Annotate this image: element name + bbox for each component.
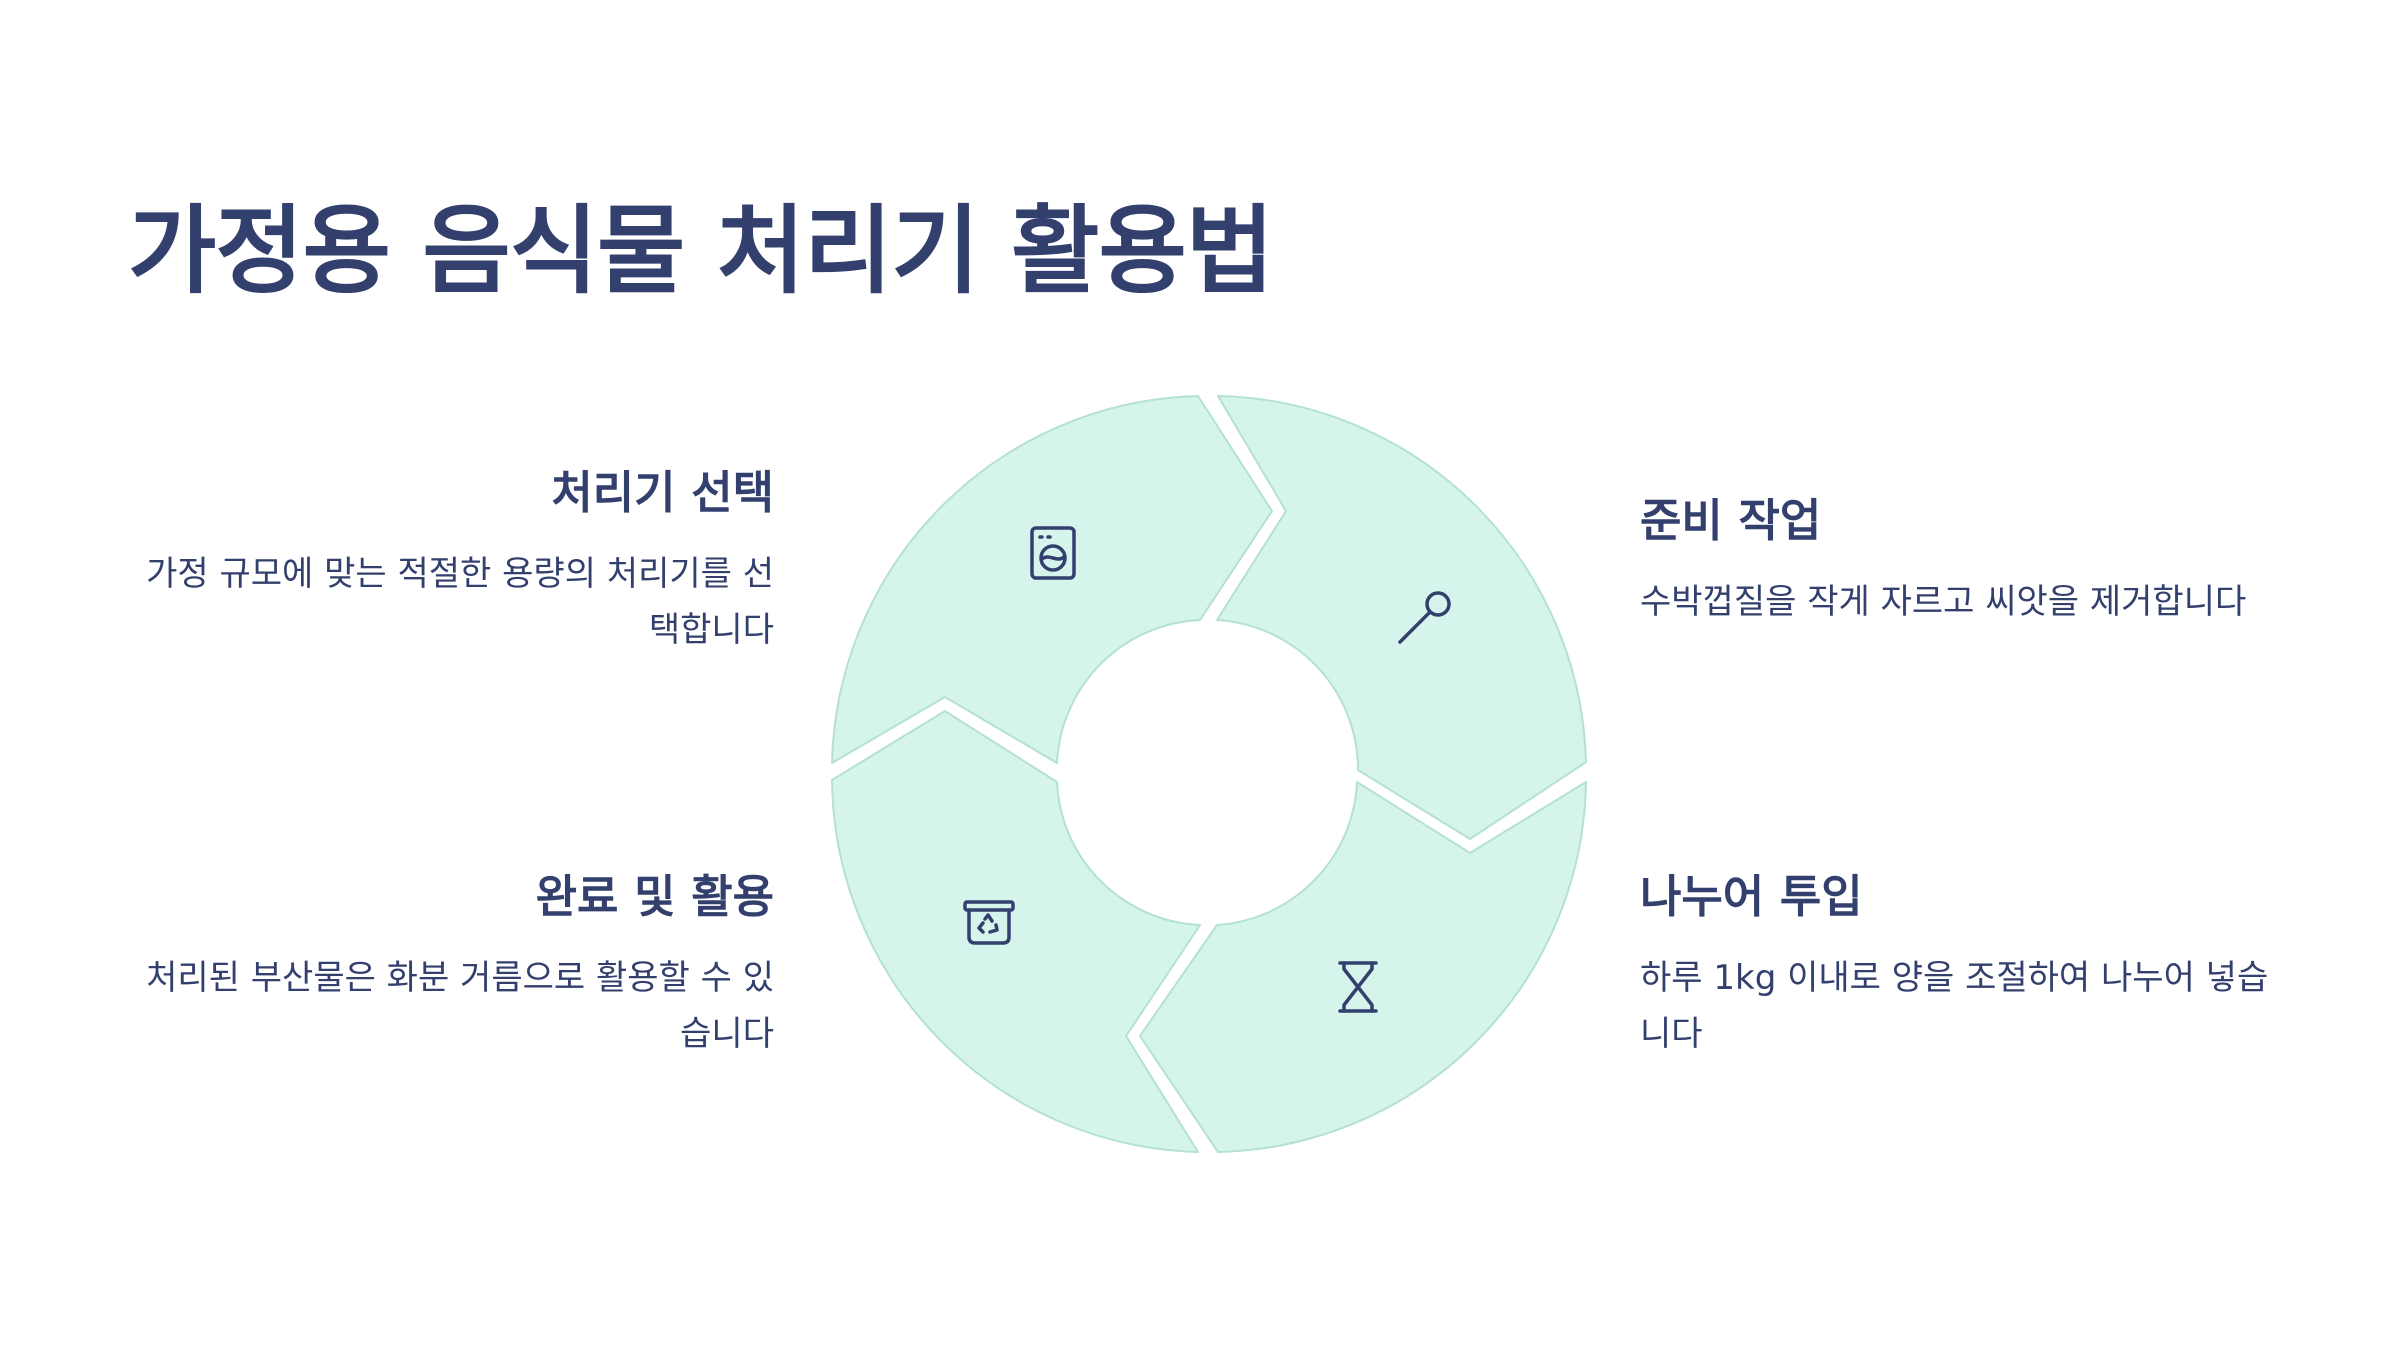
page-title: 가정용 음식물 처리기 활용법 bbox=[128, 195, 1274, 307]
step-description: 가정 규모에 맞는 적절한 용량의 처리기를 선택합니다 bbox=[146, 554, 774, 650]
hourglass-icon bbox=[1338, 961, 1378, 1013]
step-title: 완료 및 활용 bbox=[535, 870, 774, 923]
step-input: 나누어 투입 하루 1kg 이내로 양을 조절하여 나누어 넣습니다 bbox=[1640, 870, 2280, 1062]
step-description: 처리된 부산물은 화분 거름으로 활용할 수 있습니다 bbox=[146, 958, 774, 1054]
washing-machine-icon bbox=[1030, 526, 1076, 580]
segment-input bbox=[1139, 781, 1587, 1153]
step-title: 준비 작업 bbox=[1640, 494, 1822, 547]
segment-prep bbox=[1216, 395, 1587, 840]
spoon-icon bbox=[1398, 591, 1451, 644]
step-title: 처리기 선택 bbox=[551, 466, 774, 519]
segment-finish bbox=[831, 710, 1201, 1153]
recycle-bin-icon bbox=[963, 900, 1015, 945]
step-prep: 준비 작업 수박껍질을 작게 자르고 씨앗을 제거합니다 bbox=[1640, 494, 2280, 630]
step-title: 나누어 투입 bbox=[1640, 870, 1863, 923]
step-finish: 완료 및 활용 처리된 부산물은 화분 거름으로 활용할 수 있습니다 bbox=[134, 870, 774, 1062]
step-description: 수박껍질을 작게 자르고 씨앗을 제거합니다 bbox=[1640, 582, 2247, 622]
step-description: 하루 1kg 이내로 양을 조절하여 나누어 넣습니다 bbox=[1640, 958, 2269, 1054]
step-select: 처리기 선택 가정 규모에 맞는 적절한 용량의 처리기를 선택합니다 bbox=[134, 466, 774, 658]
